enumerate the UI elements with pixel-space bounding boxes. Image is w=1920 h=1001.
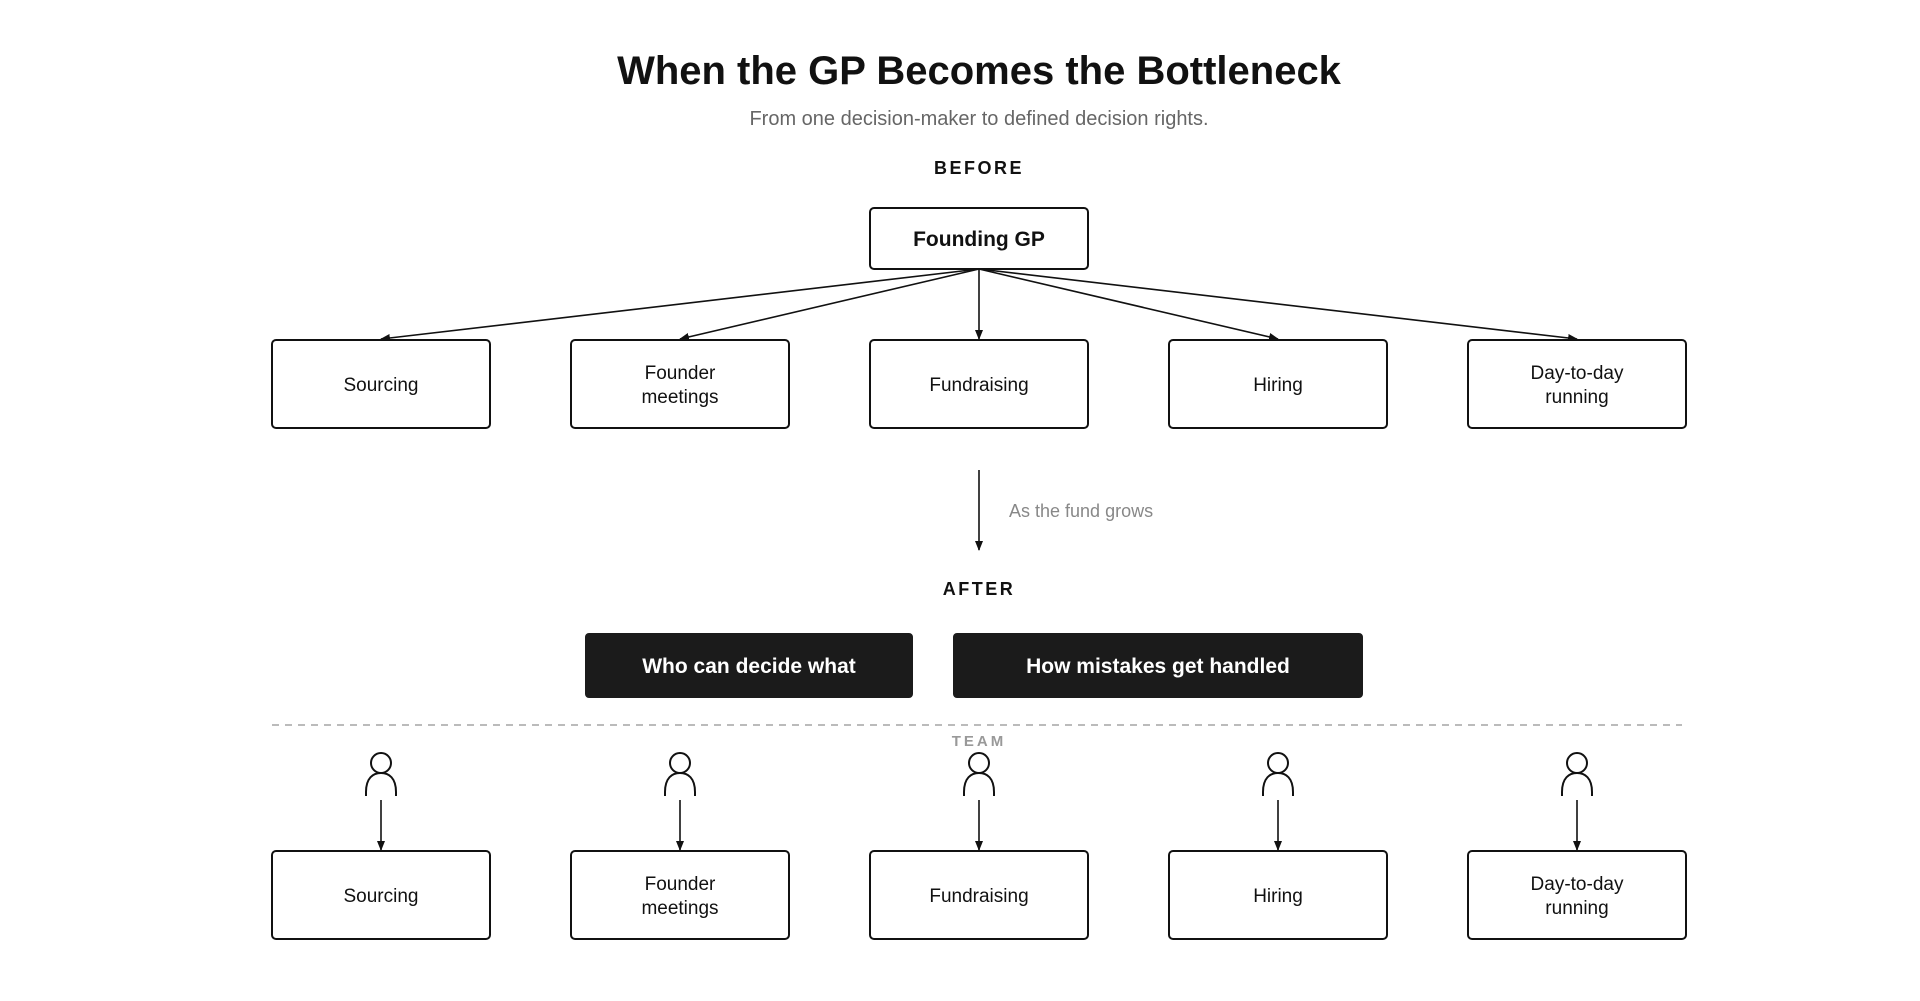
team-owners	[365, 752, 1593, 796]
before-hiring-node: Hiring	[1168, 339, 1388, 429]
person-icon	[664, 752, 696, 796]
growth-note: As the fund grows	[1009, 501, 1153, 521]
before-founder-meetings-label: meetings	[641, 387, 718, 408]
after-day-to-day-running-node: Day-to-day running	[1467, 850, 1687, 940]
before-edge-day-to-day-running	[978, 268, 1578, 342]
after-founder-meetings-label: meetings	[641, 898, 718, 919]
before-edge-hiring	[978, 268, 1279, 341]
principle-who-can-decide-what-box	[585, 633, 913, 698]
after-edges	[377, 800, 1581, 851]
after-day-to-day-running-box	[1467, 850, 1687, 940]
after-fundraising-node: Fundraising	[869, 850, 1089, 940]
after-hiring-node: Hiring	[1168, 850, 1388, 940]
team-label: TEAM	[952, 733, 1007, 750]
before-function-nodes: Sourcing Founder meetings Fundraising Hiring…	[271, 339, 1687, 429]
after-fundraising-label: Fundraising	[929, 886, 1028, 907]
before-founder-meetings-label: Founder	[645, 363, 716, 384]
diagram-subtitle: From one decision-maker to defined decis…	[749, 108, 1208, 130]
person-icon	[365, 752, 397, 796]
before-sourcing-node: Sourcing	[271, 339, 491, 429]
before-edge-founder-meetings	[679, 268, 980, 341]
before-sourcing-box	[271, 339, 491, 429]
principle-who-can-decide-what-label: Who can decide what	[642, 655, 856, 678]
after-label: AFTER	[943, 579, 1016, 599]
before-day-to-day-running-label: Day-to-day	[1531, 363, 1624, 384]
after-hiring-label: Hiring	[1253, 886, 1303, 907]
after-day-to-day-running-label: Day-to-day	[1531, 874, 1624, 895]
after-sourcing-node: Sourcing	[271, 850, 491, 940]
after-hiring-box	[1168, 850, 1388, 940]
before-hiring-box	[1168, 339, 1388, 429]
before-fundraising-label: Fundraising	[929, 375, 1028, 396]
person-icon	[1561, 752, 1593, 796]
after-day-to-day-running-label: running	[1545, 898, 1608, 919]
before-sourcing-label: Sourcing	[344, 375, 419, 396]
after-founder-meetings-box	[570, 850, 790, 940]
before-founder-meetings-node: Founder meetings	[570, 339, 790, 429]
before-fundraising-node: Fundraising	[869, 339, 1089, 429]
after-fundraising-box	[869, 850, 1089, 940]
principle-who-can-decide-what: Who can decide what	[585, 633, 913, 698]
after-founder-meetings-node: Founder meetings	[570, 850, 790, 940]
person-icon	[963, 752, 995, 796]
after-function-nodes: Sourcing Founder meetings Fundraising Hiring…	[271, 850, 1687, 940]
after-sourcing-box	[271, 850, 491, 940]
before-edges	[380, 268, 1578, 342]
decision-principles: Who can decide what How mistakes get hand…	[585, 633, 1363, 698]
before-fundraising-box	[869, 339, 1089, 429]
principle-how-mistakes-get-handled: How mistakes get handled	[953, 633, 1363, 698]
before-founder-meetings-box	[570, 339, 790, 429]
diagram-title: When the GP Becomes the Bottleneck	[617, 49, 1342, 93]
person-icon	[1262, 752, 1294, 796]
principle-how-mistakes-get-handled-box	[953, 633, 1363, 698]
after-founder-meetings-label: Founder	[645, 874, 716, 895]
before-day-to-day-running-node: Day-to-day running	[1467, 339, 1687, 429]
principle-how-mistakes-get-handled-label: How mistakes get handled	[1026, 655, 1290, 678]
before-day-to-day-running-box	[1467, 339, 1687, 429]
before-hiring-label: Hiring	[1253, 375, 1303, 396]
founding-gp-label: Founding GP	[913, 228, 1045, 251]
after-sourcing-label: Sourcing	[344, 886, 419, 907]
before-day-to-day-running-label: running	[1545, 387, 1608, 408]
founding-gp-node: Founding GP	[869, 207, 1089, 270]
before-label: BEFORE	[934, 158, 1024, 178]
before-edge-sourcing	[380, 268, 980, 342]
